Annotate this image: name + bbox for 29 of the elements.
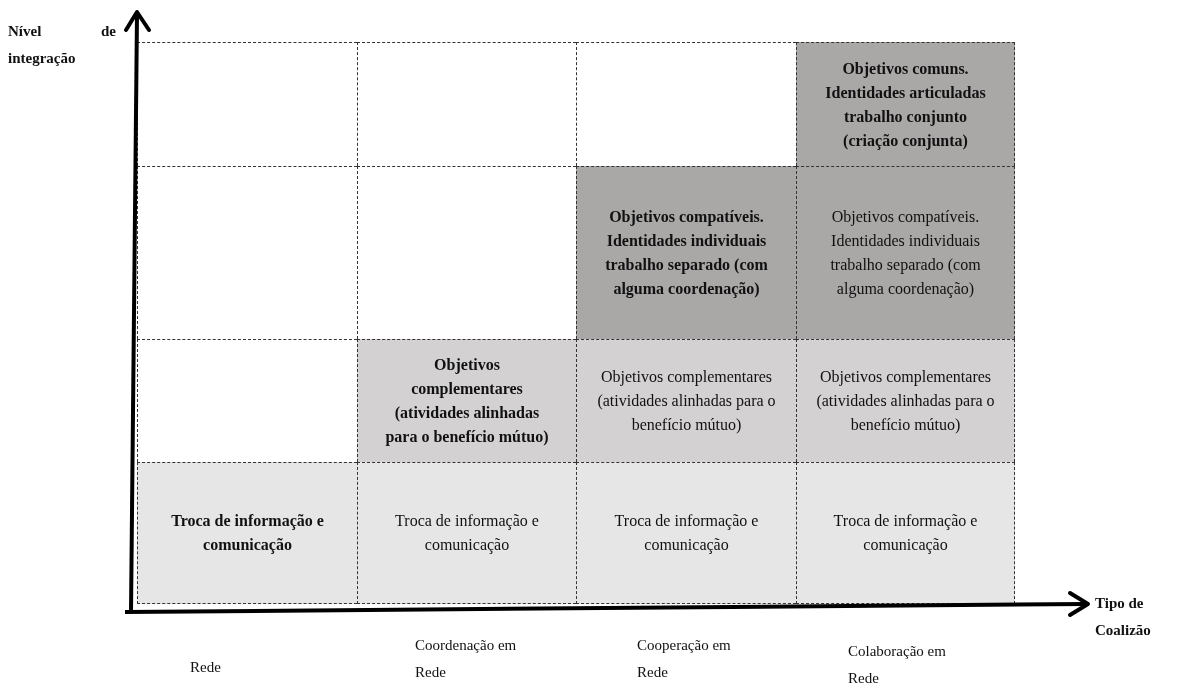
column-label: Rede (190, 658, 222, 677)
cell-text: Troca de informação e comunicação (832, 511, 979, 556)
matrix-cell (576, 339, 796, 462)
matrix-cell (357, 339, 576, 462)
column-label: Colaboração em Rede (848, 642, 947, 688)
matrix-cell (796, 166, 1015, 339)
matrix-cell (796, 339, 1015, 462)
matrix-cell (796, 42, 1015, 166)
matrix-cell (576, 166, 796, 339)
matrix-cell (576, 462, 796, 604)
cell-text: Troca de informação e comunicação (170, 511, 325, 556)
cell-text: Objetivos compatíveis. Identidades individuais trabalho separado (com alguma coordenação) (829, 207, 982, 300)
matrix-cell (137, 462, 357, 604)
cell-text: Troca de informação e comunicação (394, 511, 540, 556)
cell-text: Objetivos complementares (atividades alinhadas para o benefício mútuo) (815, 367, 996, 436)
axis-label: Tipo de Coalizão (1095, 594, 1152, 640)
column-label: Coordenação em Rede (415, 636, 518, 682)
cell-text: Objetivos complementares (atividades alinhadas para o benefício mútuo) (384, 355, 550, 448)
cell-text: Troca de informação e comunicação (613, 511, 760, 556)
column-label: Cooperação em Rede (637, 636, 732, 682)
matrix-cell (796, 462, 1015, 604)
empty-cell (357, 42, 576, 166)
matrix-cell (357, 462, 576, 604)
empty-cell (137, 166, 357, 339)
axis-label: Nível de integração (8, 22, 116, 68)
cell-text: Objetivos complementares (atividades alinhadas para o benefício mútuo) (596, 367, 777, 436)
cell-text: Objetivos compatíveis. Identidades individuais trabalho separado (com alguma coordenação) (604, 207, 769, 300)
empty-cell (137, 42, 357, 166)
cell-text: Objetivos comuns. Identidades articuladas trabalho conjunto (criação conjunta) (824, 58, 987, 152)
